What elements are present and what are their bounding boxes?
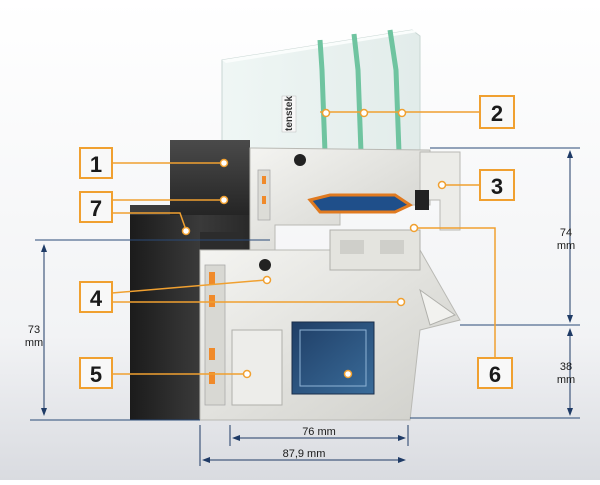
- callout-4: 4: [79, 281, 113, 313]
- callout-1: 1: [79, 147, 113, 179]
- callout-3: 3: [479, 169, 515, 201]
- brand-logo-text: tenstek: [284, 96, 295, 131]
- dim-right-lower-unit: mm: [557, 374, 575, 386]
- dim-right-lower-value: 38: [560, 361, 572, 373]
- dim-bottom-inner-label: 76 mm: [302, 426, 336, 438]
- steel-reinforcement: [291, 321, 375, 395]
- leader-dots: [181, 108, 447, 379]
- dimension-lines: [30, 147, 580, 466]
- callout-3-label: 3: [491, 174, 503, 199]
- callout-7: 7: [79, 191, 113, 223]
- callout-7-label: 7: [90, 196, 102, 221]
- callout-4-label: 4: [90, 286, 103, 311]
- dim-left-unit: mm: [25, 337, 43, 349]
- dim-right-upper-unit: mm: [557, 240, 575, 252]
- callout-1-label: 1: [90, 152, 102, 177]
- callout-5: 5: [79, 357, 113, 389]
- dim-right-upper-value: 74: [560, 227, 572, 239]
- callout-6: 6: [477, 357, 513, 389]
- dim-left-value: 73: [28, 324, 40, 336]
- dim-bottom-outer-label: 87,9 mm: [283, 448, 326, 460]
- glass-pane-3: [387, 29, 403, 181]
- glass-pane-2: [351, 33, 365, 181]
- callout-2: 2: [479, 95, 515, 129]
- callout-6-label: 6: [489, 362, 501, 387]
- brand-logo: tenstek: [281, 96, 297, 133]
- callout-5-label: 5: [90, 362, 102, 387]
- callout-2-label: 2: [491, 101, 503, 126]
- glass-pane-1: [317, 39, 329, 181]
